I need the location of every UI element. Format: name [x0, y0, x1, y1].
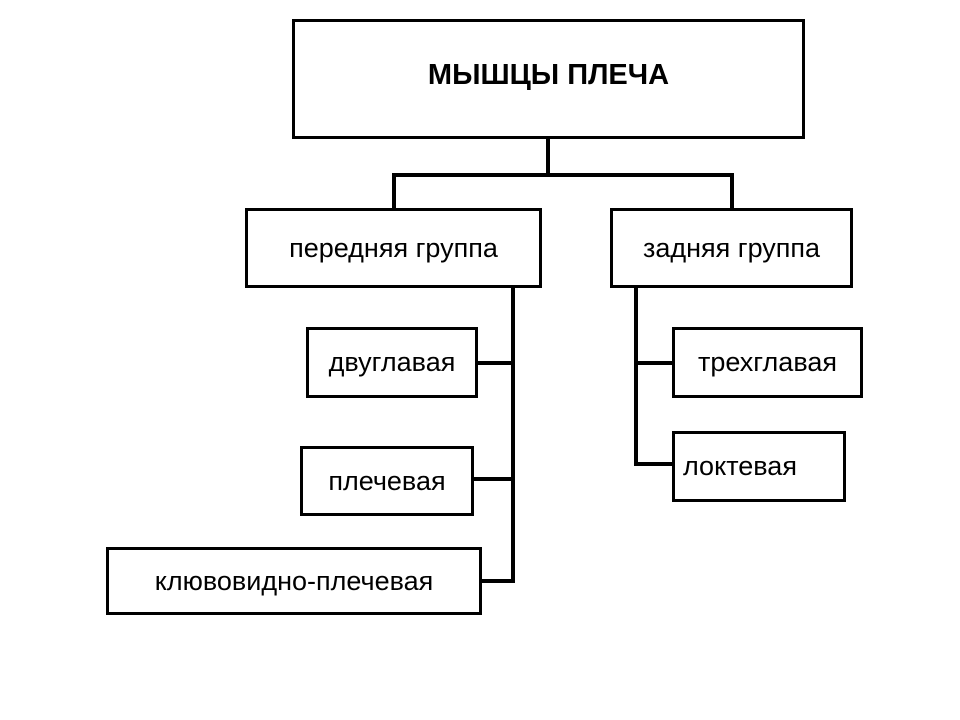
anterior-group-label: передняя группа: [289, 232, 498, 263]
muscle-box-biceps: двуглавая: [306, 327, 478, 398]
connector-horizontal-bar: [392, 173, 734, 177]
anterior-group-box: передняя группа: [245, 208, 542, 288]
connector-coracobrachialis: [480, 579, 515, 583]
muscle-box-triceps: трехглавая: [672, 327, 863, 398]
muscle-label-brachialis: плечевая: [328, 465, 446, 496]
muscle-box-anconeus: локтевая: [672, 431, 846, 502]
muscle-label-anconeus: локтевая: [683, 451, 797, 481]
muscle-box-brachialis: плечевая: [300, 446, 474, 516]
root-box: МЫШЦЫ ПЛЕЧА: [292, 19, 805, 139]
connector-root-down: [546, 138, 550, 175]
connector-biceps: [476, 361, 515, 365]
root-label: МЫШЦЫ ПЛЕЧА: [427, 58, 670, 91]
muscle-box-coracobrachialis: клювовидно-плечевая: [106, 547, 482, 615]
connector-brachialis: [472, 477, 515, 481]
muscle-label-coracobrachialis: клювовидно-плечевая: [154, 565, 434, 596]
posterior-group-label: задняя группа: [642, 232, 821, 263]
posterior-group-spine: [634, 286, 638, 466]
connector-triceps: [634, 361, 674, 365]
connector-to-anterior-group: [392, 173, 396, 210]
connector-to-posterior-group: [730, 173, 734, 210]
muscle-label-triceps: трехглавая: [697, 347, 837, 377]
anterior-group-spine: [511, 286, 515, 583]
posterior-group-box: задняя группа: [610, 208, 853, 288]
connector-anconeus: [634, 462, 674, 466]
muscle-label-biceps: двуглавая: [328, 347, 456, 377]
